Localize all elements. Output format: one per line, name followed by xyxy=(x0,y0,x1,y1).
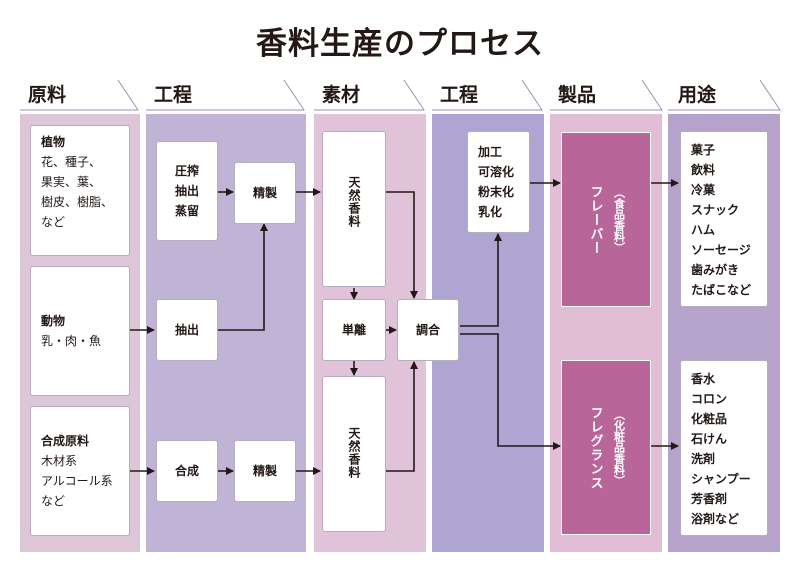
list-item: コロン xyxy=(691,392,728,406)
raw-plant-line: 果実、葉、 xyxy=(41,175,102,189)
raw-animal-line: 乳・肉・魚 xyxy=(41,334,102,348)
method-extraction: 抽出 xyxy=(174,184,199,198)
process-refine-1: 精製 xyxy=(234,162,296,224)
material-natural-2: 天然香料 xyxy=(322,376,386,532)
header-process-2: 工程 xyxy=(440,84,479,106)
list-item: 冷菓 xyxy=(691,183,716,197)
raw-plant-line: 花、種子、 xyxy=(41,155,102,169)
method-pressing: 圧搾 xyxy=(174,164,199,178)
raw-synthetic-box: 合成原料 木材系 アルコール系 など xyxy=(30,406,130,536)
raw-plant-box: 植物 花、種子、 果実、葉、 樹皮、樹脂、 など xyxy=(30,125,130,256)
uses-fragrance-list: 香水 コロン 化粧品 石けん 洗剤 シャンプー 芳香剤 浴剤など xyxy=(680,360,768,536)
page-title: 香料生産のプロセス xyxy=(256,26,544,62)
product-flavor-sub: （食品香料） xyxy=(612,186,626,253)
raw-animal-title: 動物 xyxy=(41,314,66,328)
list-item: 浴剤など xyxy=(691,512,740,526)
list-item: 飲料 xyxy=(691,163,716,177)
list-item: たばこなど xyxy=(691,283,752,297)
process-refine-2: 精製 xyxy=(234,440,296,502)
list-item: 菓子 xyxy=(691,143,716,157)
process-blending: 調合 xyxy=(397,299,459,361)
method-solubilization: 可溶化 xyxy=(478,165,515,179)
raw-synthetic-title: 合成原料 xyxy=(41,434,90,448)
product-flavor-name: フレーバー xyxy=(587,184,603,255)
header-raw-materials: 原料 xyxy=(28,84,67,106)
raw-synthetic-line: アルコール系 xyxy=(41,474,113,488)
process-animal-extraction: 抽出 xyxy=(156,299,218,361)
product-flavor: フレーバー （食品香料） xyxy=(561,132,651,307)
header-uses: 用途 xyxy=(678,84,717,106)
method-distillation: 蒸留 xyxy=(174,204,199,218)
raw-plant-title: 植物 xyxy=(41,135,66,149)
uses-flavor-list: 菓子 飲料 冷菓 スナック ハム ソーセージ 歯みがき たばこなど xyxy=(680,131,768,307)
list-item: ハム xyxy=(691,223,716,237)
header-materials: 素材 xyxy=(322,84,361,106)
raw-synthetic-line: など xyxy=(41,494,66,508)
raw-synthetic-line: 木材系 xyxy=(41,454,78,468)
material-natural-1: 天然香料 xyxy=(322,131,386,287)
list-item: 芳香剤 xyxy=(691,492,728,506)
list-item: 洗剤 xyxy=(691,452,716,466)
header-underlines xyxy=(20,79,781,111)
raw-animal-box: 動物 乳・肉・魚 xyxy=(30,266,130,396)
material-isolation: 単離 xyxy=(322,299,386,361)
method-emulsification: 乳化 xyxy=(478,205,503,219)
list-item: 石けん xyxy=(691,432,728,446)
list-item: 香水 xyxy=(691,372,716,386)
process-treatment-methods: 加工 可溶化 粉末化 乳化 xyxy=(467,131,530,233)
method-processing: 加工 xyxy=(478,145,503,159)
list-item: シャンプー xyxy=(691,472,751,486)
header-process: 工程 xyxy=(154,84,193,106)
material-natural-1-label: 天然香料 xyxy=(347,176,361,228)
product-fragrance: フレグランス （化粧品香料） xyxy=(561,360,651,535)
header-products: 製品 xyxy=(558,84,597,106)
list-item: スナック xyxy=(691,203,740,217)
process-plant-methods: 圧搾 抽出 蒸留 xyxy=(156,141,218,241)
list-item: 歯みがき xyxy=(691,263,740,277)
method-powdering: 粉末化 xyxy=(478,185,515,199)
material-natural-2-label: 天然香料 xyxy=(347,427,361,479)
raw-plant-line: 樹皮、樹脂、 xyxy=(41,195,114,209)
product-fragrance-name: フレグランス xyxy=(587,405,603,490)
process-synthesis: 合成 xyxy=(156,440,218,502)
product-fragrance-sub: （化粧品香料） xyxy=(612,409,626,486)
list-item: ソーセージ xyxy=(691,243,751,257)
raw-plant-line: など xyxy=(41,215,66,229)
list-item: 化粧品 xyxy=(691,412,728,426)
